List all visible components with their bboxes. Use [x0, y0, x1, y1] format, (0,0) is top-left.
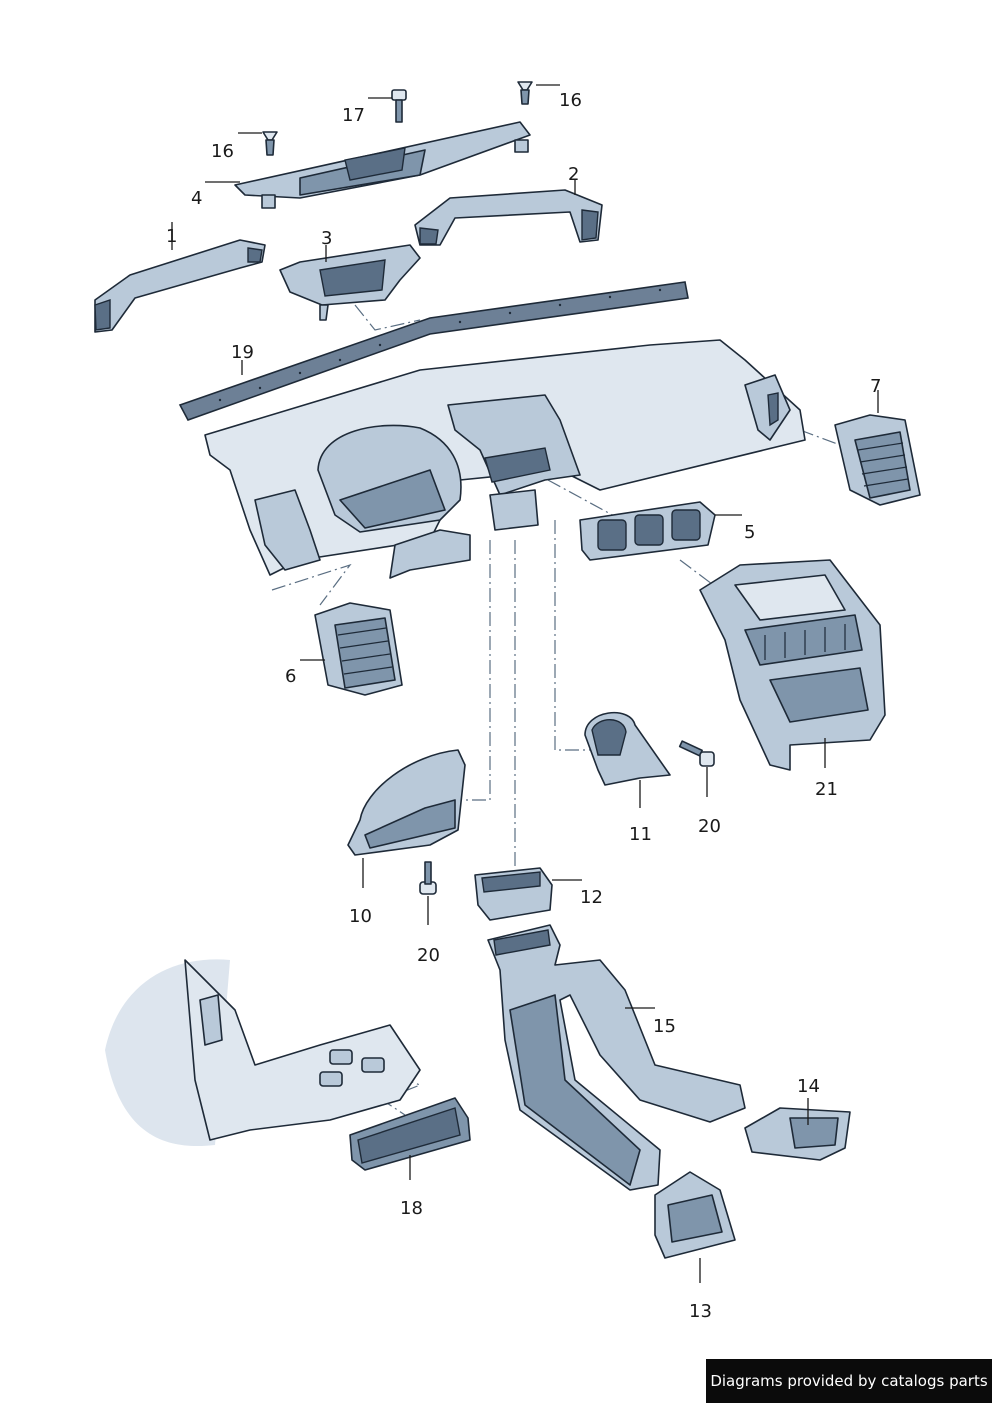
callout-numbers: 1 2 3 4 5 6 7 10 11 12 13 14 15 16 16 17…: [166, 90, 881, 1322]
part-21-center-console: [699, 559, 886, 771]
part-1-left-duct: [94, 239, 266, 333]
part-12-connector: [474, 867, 553, 921]
part-7-right-vent: [834, 414, 921, 506]
callout-7: 7: [870, 376, 881, 397]
dashboard-panel: [204, 339, 806, 579]
part-5-center-trim: [579, 501, 716, 561]
part-16-clip-right: [517, 81, 533, 105]
callout-17: 17: [342, 105, 365, 126]
part-19-seal-strip: [178, 281, 689, 421]
callout-3: 3: [321, 228, 332, 249]
part-15-rear-duct: [487, 924, 746, 1191]
callout-5: 5: [744, 522, 755, 543]
callout-20-lower: 20: [417, 945, 440, 966]
part-16-clip-left: [262, 131, 278, 156]
part-2-right-duct: [414, 189, 603, 246]
part-14-outlet: [744, 1107, 851, 1161]
part-18-rear-grille: [349, 1097, 471, 1171]
callout-20-upper: 20: [698, 816, 721, 837]
callout-13: 13: [689, 1301, 712, 1322]
watermark-banner: Diagrams provided by catalogs parts: [706, 1359, 992, 1403]
callout-18: 18: [400, 1198, 423, 1219]
part-13-outlet: [654, 1171, 736, 1259]
part-11-duct: [584, 711, 671, 786]
callout-10: 10: [349, 906, 372, 927]
part-3-center-vent: [279, 244, 421, 321]
part-20-screw-upper: [678, 740, 715, 767]
callout-2: 2: [568, 164, 579, 185]
vehicle-body-section: [105, 959, 421, 1147]
callout-1: 1: [166, 226, 177, 247]
part-6-left-vent: [314, 602, 403, 696]
callout-4: 4: [191, 188, 202, 209]
callout-11: 11: [629, 824, 652, 845]
callout-14: 14: [797, 1076, 820, 1097]
assembly-dash-lines: [271, 304, 841, 1116]
callout-12: 12: [580, 887, 603, 908]
part-10-duct: [347, 749, 466, 856]
part-17-screw: [391, 89, 407, 123]
callout-6: 6: [285, 666, 296, 687]
callout-16-left: 16: [211, 141, 234, 162]
callout-21: 21: [815, 779, 838, 800]
leader-lines: [171, 84, 879, 1283]
part-20-screw-lower: [419, 861, 437, 895]
callout-16-right: 16: [559, 90, 582, 111]
callout-19: 19: [231, 342, 254, 363]
part-4-defroster-vent: [234, 121, 531, 209]
callout-15: 15: [653, 1016, 676, 1037]
